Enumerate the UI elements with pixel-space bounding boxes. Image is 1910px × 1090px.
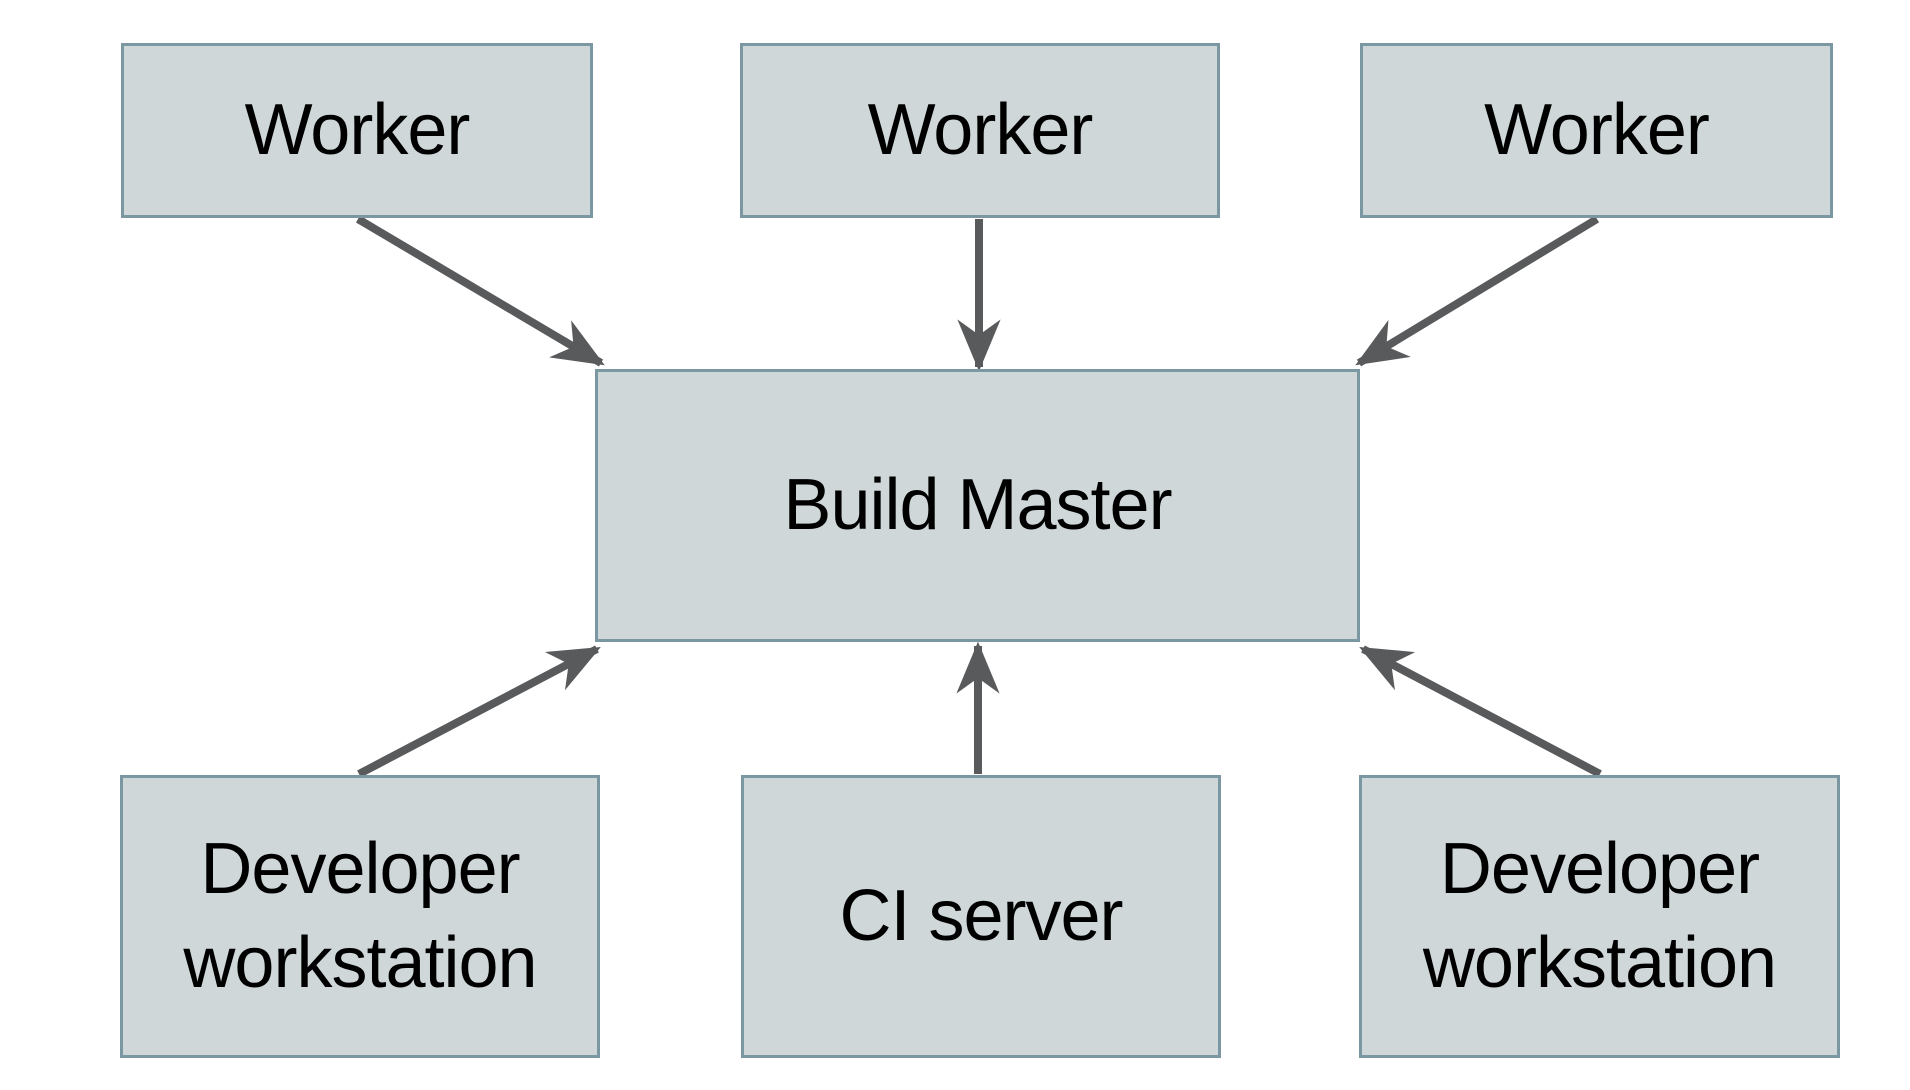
node-worker-3-label: Worker — [1484, 89, 1710, 170]
node-ci-server: CI server — [741, 775, 1221, 1058]
node-dev-workstation-2: Developer workstation — [1359, 775, 1840, 1058]
node-build-master: Build Master — [595, 369, 1360, 642]
node-dev-workstation-2-label: Developer workstation — [1422, 828, 1777, 1003]
node-dev-workstation-1-label: Developer workstation — [183, 828, 537, 1003]
node-worker-1: Worker — [121, 43, 593, 218]
node-worker-2: Worker — [740, 43, 1220, 218]
node-ci-server-label: CI server — [839, 875, 1123, 956]
node-worker-2-label: Worker — [867, 89, 1094, 170]
node-worker-3: Worker — [1360, 43, 1833, 218]
arrow-worker-1-to-build-master — [355, 215, 605, 367]
arrow-worker-3-to-build-master — [1355, 215, 1600, 367]
arrow-dev-workstation-2-to-build-master — [1359, 645, 1602, 778]
node-dev-workstation-1: Developer workstation — [120, 775, 600, 1058]
arrow-dev-workstation-1-to-build-master — [357, 645, 601, 778]
node-build-master-label: Build Master — [783, 464, 1172, 545]
node-worker-1-label: Worker — [244, 89, 471, 170]
